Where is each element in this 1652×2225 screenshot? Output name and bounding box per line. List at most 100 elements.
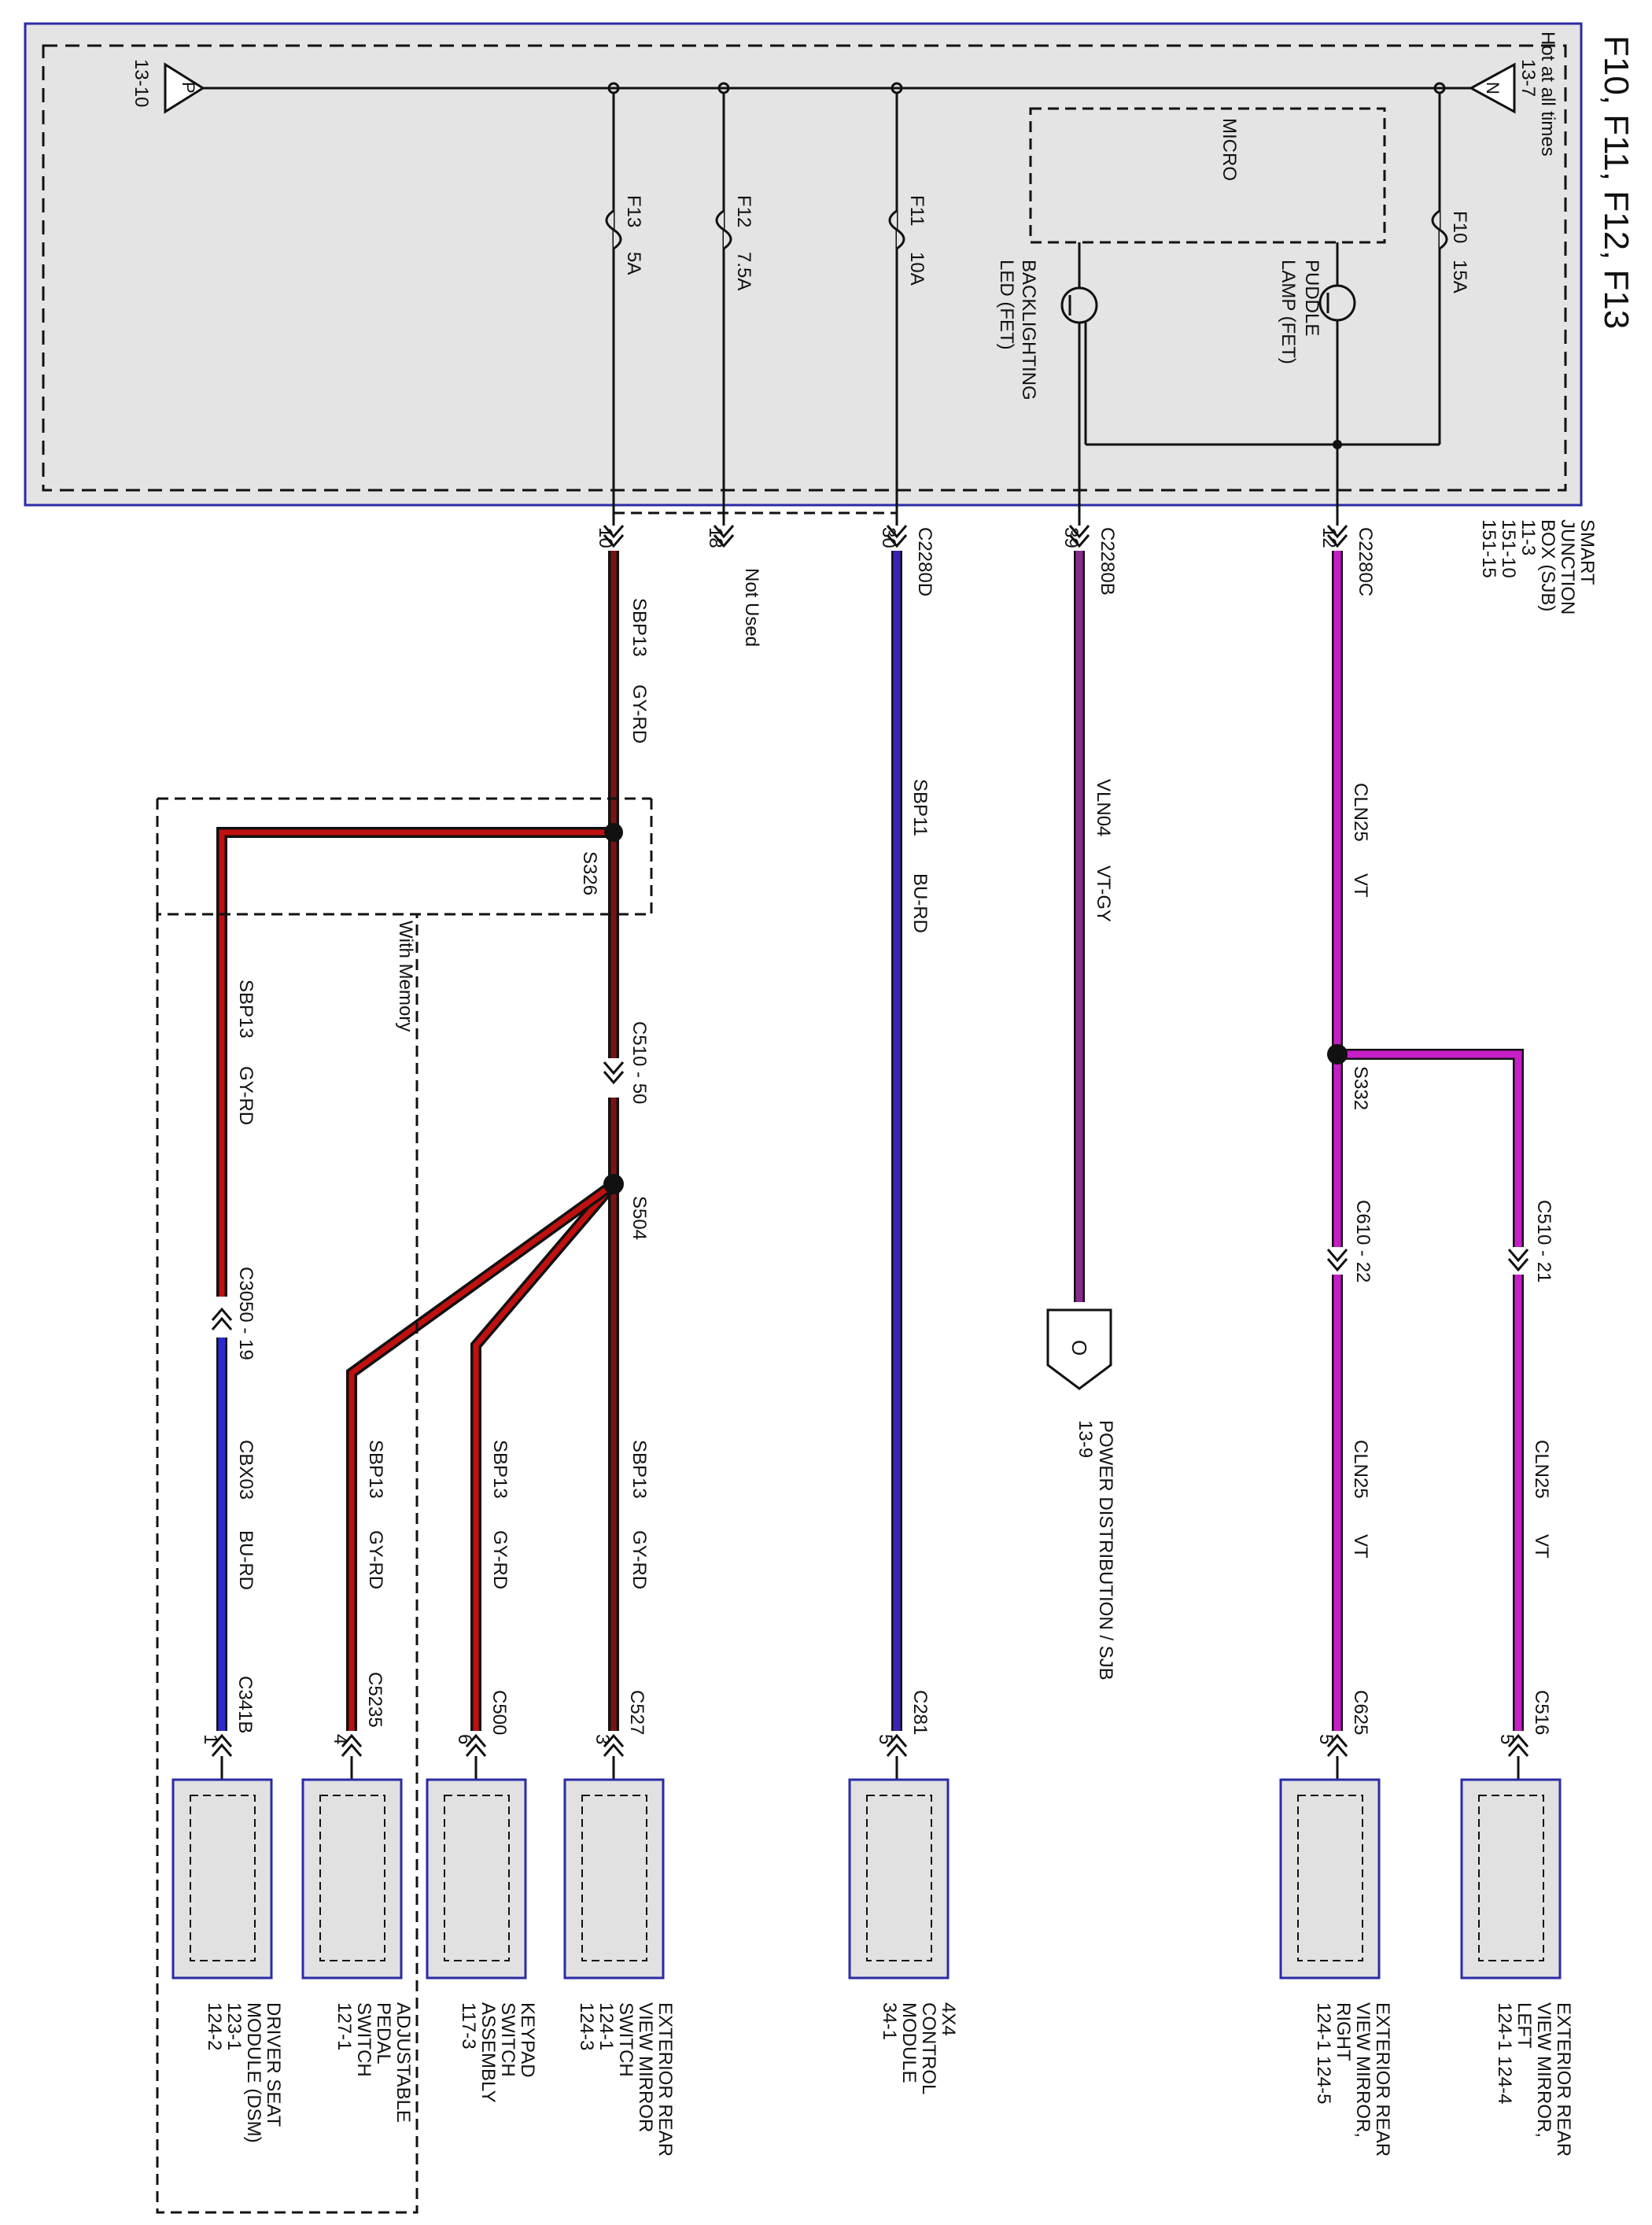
c2280c-pin: 12 (1318, 527, 1340, 548)
component-keypad-switch (426, 1778, 527, 1980)
fuse-f12-rating: 7.5A (733, 252, 754, 290)
fuse-f10-rating: 15A (1449, 260, 1470, 293)
fuse-f12-name: F12 (733, 195, 754, 227)
puddle-fet-icon (1318, 284, 1356, 322)
wire-label-sbp13-dsm-code: SBP13 (235, 980, 256, 1039)
c500-pin: 6 (454, 1734, 475, 1744)
chevron-c2280b-icon (1068, 525, 1090, 548)
backlight-label-2: LED (FET) (996, 260, 1017, 350)
fuse-f10-icon (1431, 209, 1448, 250)
backlight-fet-icon (1060, 286, 1098, 324)
wire-label-sbp11-code: SBP11 (909, 779, 931, 836)
chevron-f12-icon (713, 525, 735, 548)
sjb-enclosure (24, 22, 1583, 507)
wire-label-vln04-code: VLN04 (1093, 779, 1114, 836)
mirror-switch-label-4: 124-1 (596, 2002, 617, 2050)
chevron-c527-icon (603, 1733, 625, 1757)
wire-label-sbp13-keypad-code: SBP13 (489, 1440, 511, 1499)
chevron-c341b-icon (211, 1733, 233, 1757)
wire-label-sbp13-main-code: SBP13 (629, 598, 650, 657)
flag-n-letter: N (1483, 82, 1503, 94)
c2280b-pin: 39 (1060, 527, 1082, 548)
c516-pin: 5 (1496, 1734, 1517, 1744)
f12-not-used: Not Used (741, 568, 762, 647)
c625-label: C625 (1350, 1690, 1371, 1735)
fuse-f11-name: F11 (906, 195, 927, 227)
control-4x4-label-4: 34-1 (879, 2002, 900, 2040)
mirror-left-label-4: 124-1 124-4 (1494, 2002, 1515, 2104)
chevron-c281-icon (886, 1733, 908, 1757)
mirror-right-label-2: VIEW MIRROR, (1352, 2002, 1374, 2138)
dsm-option-dashed-box (156, 797, 653, 2214)
control-4x4-label-3: MODULE (898, 2002, 920, 2083)
puddle-junction-dot (1333, 440, 1342, 449)
chevron-c5235-icon (341, 1733, 363, 1757)
mirror-left-label-2: VIEW MIRROR, (1533, 2002, 1554, 2138)
micro-label: MICRO (1219, 118, 1240, 181)
sjb-name-5: 151-10 (1498, 519, 1519, 578)
c2280b-label: C2280B (1097, 527, 1118, 596)
keypad-label-1: KEYPAD (517, 2002, 538, 2078)
chevron-c510-50-icon (603, 1061, 625, 1085)
c281-label: C281 (909, 1690, 931, 1735)
mirror-right-label-4: 124-1 124-5 (1313, 2002, 1334, 2104)
component-pedal-switch (301, 1778, 403, 1980)
c516-label: C516 (1531, 1690, 1552, 1735)
mirror-switch-label-2: VIEW MIRROR (635, 2002, 656, 2132)
wire-label-sbp13-pedal-color: GY-RD (365, 1530, 386, 1589)
c2280c-label: C2280C (1355, 527, 1376, 596)
fuse-f11-rating: 10A (906, 252, 927, 286)
wire-label-sbp13-mirror-code: SBP13 (629, 1440, 650, 1499)
dsm-label-3: 123-1 (223, 2002, 245, 2050)
with-memory-label: With Memory (395, 921, 416, 1031)
ref-p: 13-10 (131, 59, 152, 107)
mirror-switch-label-3: SWITCH (615, 2002, 636, 2077)
c2280d-pin: 30 (878, 527, 899, 548)
c341b-label: C341B (234, 1676, 256, 1733)
wire-label-cln25-right-color: VT (1350, 1534, 1371, 1559)
sjb-dashed-outline (42, 44, 1567, 492)
c3050-label: C3050 - 19 (235, 1267, 256, 1360)
keypad-label-2: SWITCH (497, 2002, 518, 2077)
sjb-name-6: 151-15 (1478, 519, 1499, 578)
control-4x4-label-1: 4X4 (938, 2002, 959, 2036)
control-4x4-label-2: CONTROL (918, 2002, 939, 2094)
splice-s332-label: S332 (1350, 1066, 1371, 1110)
component-mirror-right (1279, 1778, 1381, 1980)
diagram-title: F10, F11, F12, F13 (1597, 35, 1635, 329)
c5235-pin: 4 (330, 1734, 351, 1744)
c341b-pin: 1 (200, 1734, 221, 1744)
wire-label-sbp13-keypad-color: GY-RD (489, 1530, 511, 1589)
fuse-f13-icon (605, 209, 622, 250)
flag-p-icon (164, 62, 205, 114)
mirror-right-label-3: RIGHT (1333, 2002, 1354, 2061)
c2280d-label: C2280D (914, 527, 935, 596)
wire-sbp13-keypad-color (473, 1182, 616, 1731)
power-dist-flag-letter: O (1068, 1340, 1091, 1356)
component-4x4-control-module (848, 1778, 950, 1980)
splice-s504-label: S504 (629, 1196, 650, 1240)
wire-label-cbx03-code: CBX03 (235, 1440, 256, 1500)
c527-pin: 3 (592, 1734, 613, 1744)
component-driver-seat-module (171, 1778, 273, 1980)
wire-label-cln25-trunk-code: CLN25 (1350, 783, 1371, 842)
chevron-c500-icon (465, 1733, 487, 1757)
c5235-label: C5235 (364, 1672, 385, 1728)
pedal-label-1: ADJUSTABLE (393, 2002, 414, 2123)
f12-pin: 18 (705, 527, 726, 548)
wire-label-cln25-left-code: CLN25 (1531, 1440, 1552, 1499)
flag-p-letter: P (179, 82, 198, 94)
mirror-left-label-3: LEFT (1514, 2002, 1535, 2049)
dsm-label-2: MODULE (DSM) (243, 2002, 264, 2143)
f13-pin: 10 (595, 527, 616, 548)
pedal-label-4: 127-1 (334, 2002, 355, 2050)
dsm-label-4: 124-2 (204, 2002, 225, 2050)
hot-at-all-times: Hot at all times (1537, 31, 1558, 157)
c510-21-label: C510 - 21 (1533, 1200, 1554, 1282)
chevron-f13-icon (603, 525, 625, 548)
c500-label: C500 (489, 1690, 510, 1735)
mirror-switch-label-1: EXTERIOR REAR (655, 2002, 676, 2157)
splice-s326-label: S326 (579, 851, 600, 895)
puddle-label-2: LAMP (FET) (1278, 260, 1299, 364)
